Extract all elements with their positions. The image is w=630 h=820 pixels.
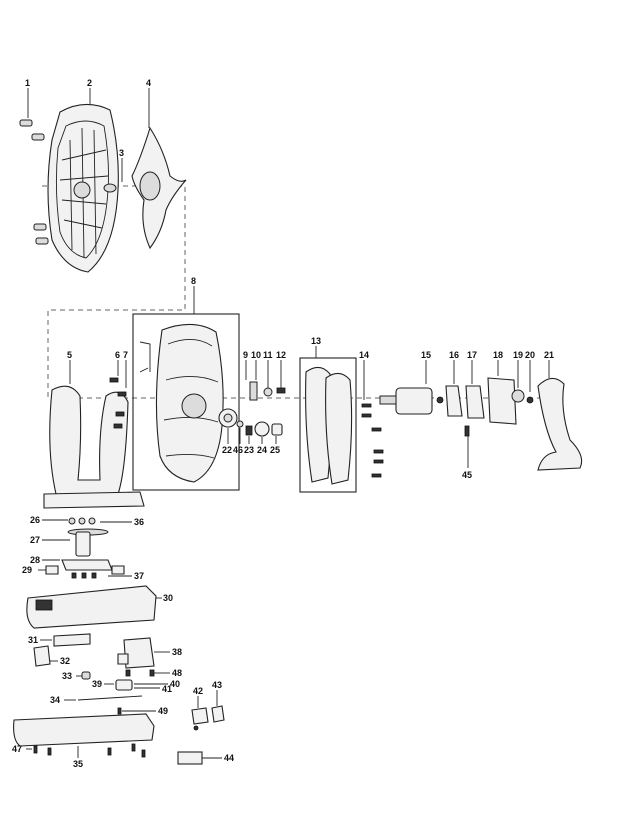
part-44-label [177,751,222,765]
label-45: 45 [462,470,472,480]
part-31-33-bracket [33,633,91,680]
label-24: 24 [257,445,267,455]
label-32: 32 [60,656,70,666]
label-21: 21 [544,350,554,360]
label-40: 40 [170,679,180,689]
label-2: 2 [87,78,92,88]
part-5-stand [43,360,145,509]
label-12: 12 [276,350,286,360]
label-3: 3 [119,148,124,158]
label-20: 20 [525,350,535,360]
label-39: 39 [92,679,102,689]
label-19: 19 [513,350,523,360]
reference-labels: 1 2 3 4 5 6 7 8 9 10 11 12 13 14 15 16 1… [12,78,554,769]
label-34: 34 [50,695,60,705]
label-4: 4 [146,78,151,88]
label-16: 16 [449,350,459,360]
label-26: 26 [30,515,40,525]
label-49: 49 [158,706,168,716]
label-35: 35 [73,759,83,769]
part-15-motor [379,360,444,415]
label-7: 7 [123,350,128,360]
label-15: 15 [421,350,431,360]
part-47-screws [26,743,146,758]
label-22: 22 [222,445,232,455]
label-37: 37 [134,571,144,581]
part-30-base-housing [26,585,162,629]
label-28: 28 [30,555,40,565]
part-8-rear-housing-group [132,286,240,491]
part-13-side-covers [299,346,357,493]
label-33: 33 [62,671,72,681]
part-3-spinner [103,158,123,193]
part-9-12-small-parts [245,360,286,401]
label-14: 14 [359,350,369,360]
label-42: 42 [193,686,203,696]
label-36: 36 [134,517,144,527]
label-30: 30 [163,593,173,603]
part-6-7-screws [109,360,127,429]
label-27: 27 [30,535,40,545]
label-47: 47 [12,744,22,754]
label-17: 17 [467,350,477,360]
label-9: 9 [243,350,248,360]
label-6: 6 [115,350,120,360]
part-26-37-pivot [38,517,132,579]
label-46: 46 [233,445,243,455]
part-4-fan-blade [131,88,187,250]
label-25: 25 [270,445,280,455]
part-16-17-brackets [445,360,485,468]
part-14-screws [361,360,384,478]
label-23: 23 [244,445,254,455]
label-43: 43 [212,680,222,690]
label-29: 29 [22,565,32,575]
part-34-rod [64,695,143,701]
assembly-guide-lines [42,185,560,399]
label-5: 5 [67,350,72,360]
label-38: 38 [172,647,182,657]
label-10: 10 [251,350,261,360]
part-42-43-fittings [191,690,225,731]
label-13: 13 [311,336,321,346]
label-11: 11 [263,350,273,360]
label-1: 1 [25,78,30,88]
label-48: 48 [172,668,182,678]
part-38-41-switch-block [104,637,170,691]
part-35-bottom-cover [13,707,156,758]
label-41: 41 [162,684,172,694]
part-2-front-grille [47,88,119,273]
part-21-handle [537,360,583,471]
part-18-20-connector [487,360,534,425]
label-44: 44 [224,753,234,763]
part-22-25-bearings [218,408,283,444]
label-8: 8 [191,276,196,286]
part-1-screws [19,88,49,245]
label-31: 31 [28,635,38,645]
label-18: 18 [493,350,503,360]
